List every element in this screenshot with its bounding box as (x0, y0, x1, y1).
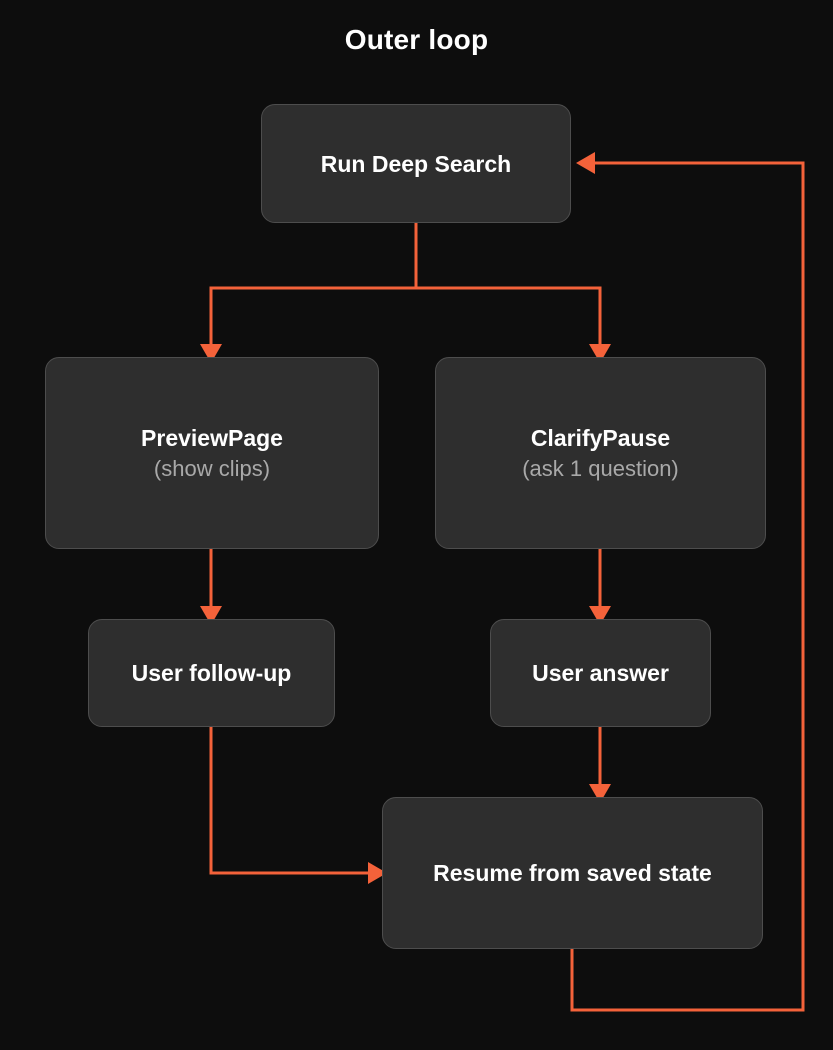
node-subtitle: (show clips) (153, 455, 271, 481)
node-subtitle: (ask 1 question) (522, 455, 679, 481)
node-title: Run Deep Search (320, 150, 512, 177)
edge-follow-to-resume (209, 727, 387, 884)
node-title: Resume from saved state (433, 860, 712, 886)
node-title: User follow-up (131, 660, 292, 686)
node-user-follow-up[interactable]: User follow-up (88, 619, 335, 727)
node-title: PreviewPage (141, 424, 283, 451)
edge-run-to-preview (200, 223, 418, 363)
node-title: ClarifyPause (530, 424, 671, 451)
edge-clarify-to-answer (589, 549, 611, 625)
node-run-deep-search[interactable]: Run Deep Search (261, 104, 571, 223)
edge-run-to-clarify (416, 286, 611, 363)
diagram-title: Outer loop (344, 24, 489, 55)
node-clarify-pause[interactable]: ClarifyPause (ask 1 question) (435, 357, 766, 549)
node-user-answer[interactable]: User answer (490, 619, 711, 727)
node-title: User answer (532, 660, 669, 686)
node-preview-page[interactable]: PreviewPage (show clips) (45, 357, 379, 549)
edge-resume-to-run (570, 152, 805, 1012)
edge-answer-to-resume (589, 727, 611, 803)
node-resume-state[interactable]: Resume from saved state (382, 797, 763, 949)
edge-preview-to-follow (200, 549, 222, 625)
